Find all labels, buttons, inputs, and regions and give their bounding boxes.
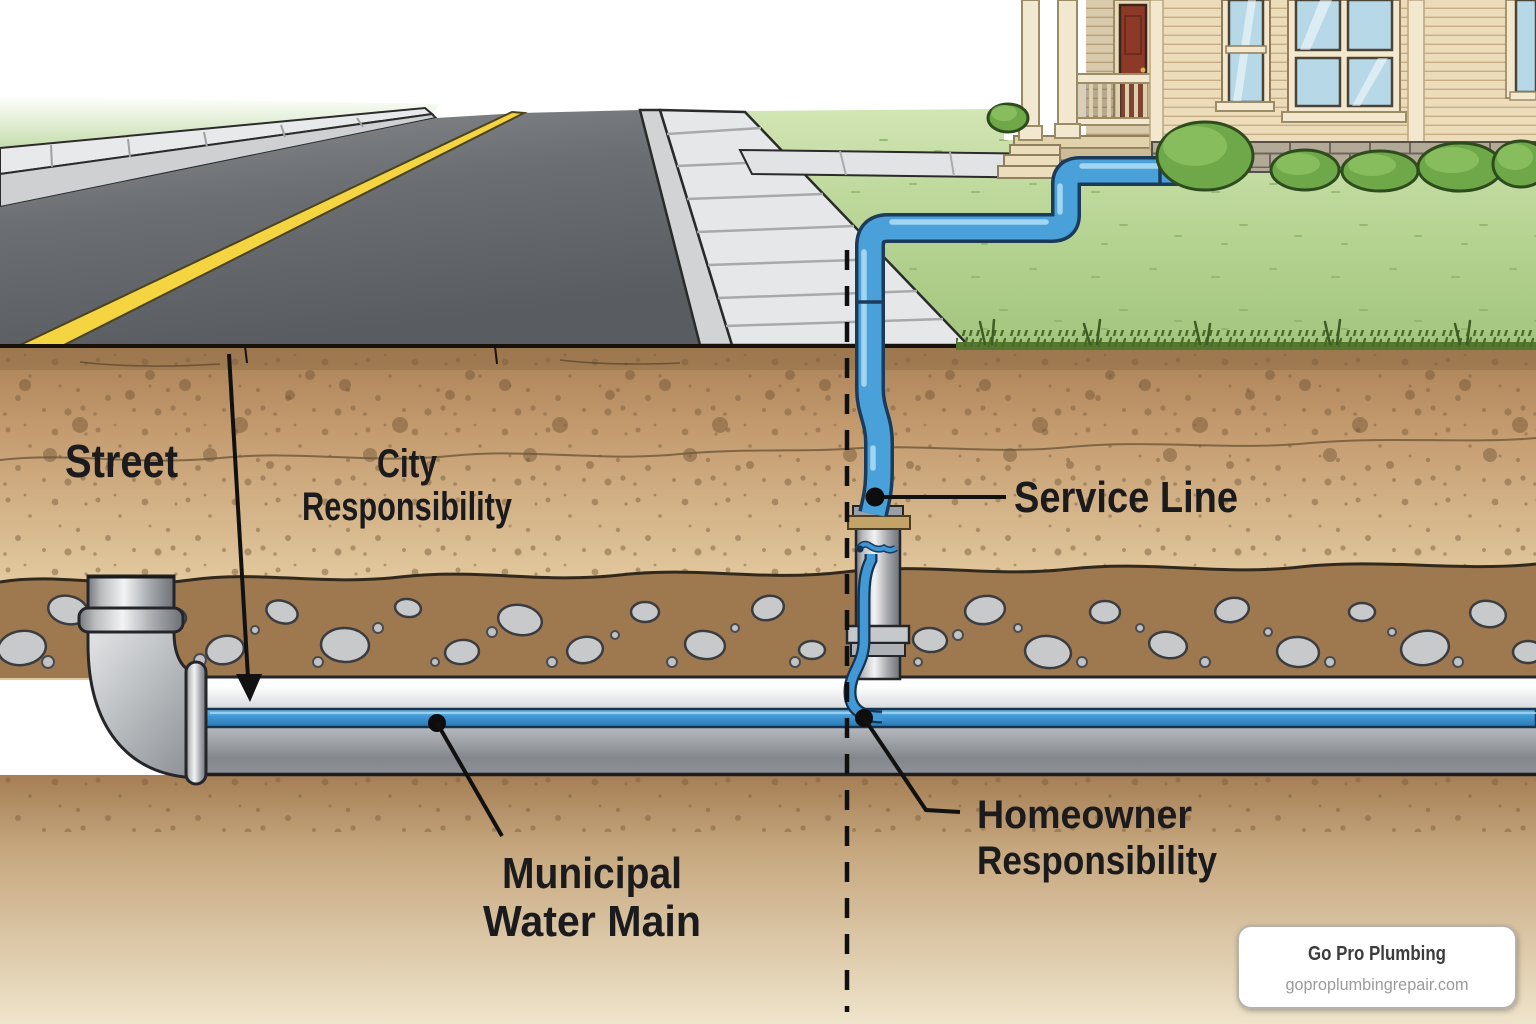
bush: [1340, 149, 1420, 193]
service-line-pipe: [855, 156, 1191, 518]
brand-badge: Go Pro Plumbing goproplumbingrepair.com: [1237, 925, 1517, 1009]
bush: [1155, 120, 1255, 192]
grass-fringe: [956, 318, 1536, 350]
brand-website: goproplumbingrepair.com: [1286, 975, 1469, 994]
street-label: Street: [65, 435, 178, 487]
city-responsibility-label: City Responsibility: [302, 442, 513, 529]
homeowner-callout: [855, 709, 961, 814]
porch-steps: [997, 144, 1063, 179]
porch-columns: [1018, 0, 1081, 141]
corner-trim: [1407, 0, 1425, 153]
brand-title: Go Pro Plumbing: [1308, 943, 1446, 965]
corner-trim: [1149, 0, 1164, 151]
pipe-flange: [184, 660, 208, 786]
municipal-water-main-label: Municipal Water Main: [483, 849, 701, 946]
bush: [1269, 148, 1341, 192]
municipal-label-line2: Water Main: [483, 897, 701, 946]
municipal-label-line1: Municipal: [502, 849, 682, 898]
gravel-layer: [0, 562, 1536, 678]
callout-dot: [865, 487, 885, 507]
city-label-line2: Responsibility: [302, 485, 513, 529]
rocks: [0, 594, 1536, 673]
homeowner-responsibility-label: Homeowner Responsibility: [977, 793, 1218, 883]
pipe-clamp: [845, 624, 911, 645]
window-narrow: [1215, 0, 1275, 112]
service-line-label: Service Line: [1014, 473, 1238, 522]
service-line-callout: [865, 487, 1006, 507]
bush: [1416, 141, 1504, 193]
far-sidewalk: [0, 106, 439, 209]
water-main-elbow: [77, 574, 208, 786]
bush: [986, 102, 1030, 134]
municipal-callout: [428, 714, 504, 837]
door-knob: [1140, 67, 1146, 73]
porch-railing: [1074, 73, 1158, 126]
bush: [1491, 139, 1536, 189]
window-large: [1281, 0, 1407, 123]
brass-collar: [847, 515, 911, 530]
pipe-collar-ring: [77, 606, 185, 634]
bushes: [986, 102, 1536, 193]
city-label-line1: City: [377, 442, 438, 486]
curb-stop-assembly: [843, 505, 911, 724]
pebbles: [41, 622, 1464, 669]
house: [997, 0, 1536, 179]
window-sliver: [1505, 0, 1536, 101]
homeowner-label-line2: Responsibility: [977, 839, 1218, 883]
homeowner-label-line1: Homeowner: [977, 793, 1192, 837]
down-arrow-icon: [236, 674, 262, 702]
street-arrow: [227, 353, 262, 702]
soil-layer-line: [0, 437, 1536, 462]
